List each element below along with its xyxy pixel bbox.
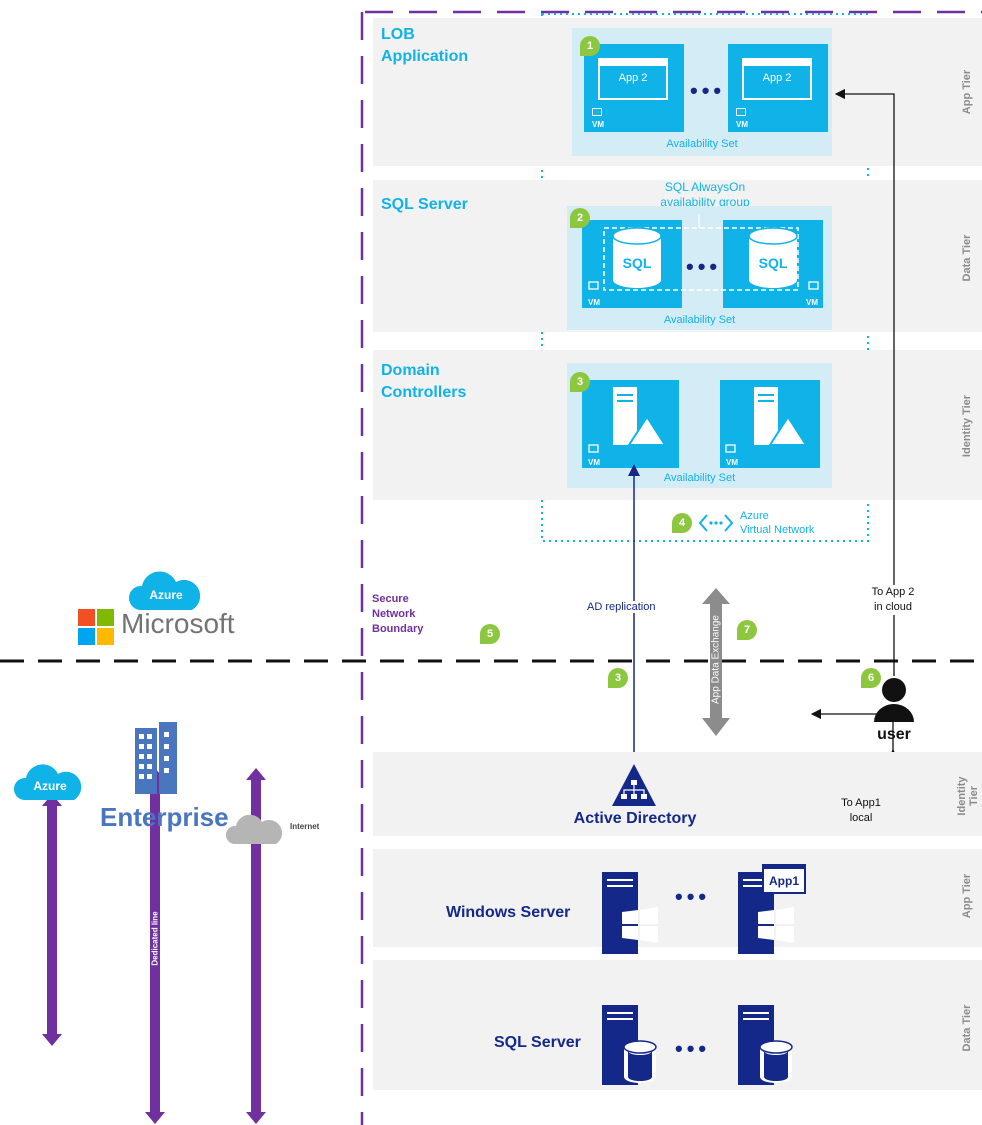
availability-set-label-dc: Availability Set — [663, 472, 736, 484]
svg-text:SQL: SQL — [759, 255, 788, 271]
internet-cloud-icon — [225, 814, 283, 844]
side-label-enterprise-app: App Tier — [961, 873, 973, 919]
tier-title-sql: SQL Server — [381, 196, 468, 213]
legend-dedicated-line-label: Dedicated line — [150, 911, 160, 966]
vm-label: VM — [592, 120, 604, 129]
windows-server-icon — [602, 872, 658, 954]
to-app2-label: To App 2 in cloud — [853, 585, 933, 615]
vnet-icon — [698, 514, 734, 532]
side-label-enterprise-data: Data Tier — [961, 1004, 973, 1052]
badge-6: 6 — [861, 668, 881, 688]
active-directory-icon — [612, 764, 656, 806]
tier-title-lob: LOB Application — [381, 26, 469, 65]
secure-boundary-label: Secure Network Boundary — [372, 593, 424, 635]
app-vm-1: App 2 VM — [584, 44, 684, 132]
badge-5: 5 — [480, 624, 500, 644]
sql-server-label: SQL Server — [494, 1034, 581, 1051]
app-label: App 2 — [762, 72, 792, 84]
app-label: App 2 — [618, 72, 648, 84]
vm-icon — [736, 108, 746, 116]
sql-server-icon — [738, 1005, 793, 1085]
windows-servers — [602, 872, 794, 954]
legend-azure-cloud-icon: Azure — [13, 764, 82, 800]
side-label-enterprise-identity: Identity Tier — [956, 776, 980, 816]
alwayson-label: SQL AlwaysOn availability group — [660, 180, 750, 209]
ellipsis: ••• — [675, 1036, 711, 1061]
legend-internet-label: Internet — [290, 822, 320, 831]
availability-set-label-app: Availability Set — [666, 138, 738, 150]
active-directory-label: Active Directory — [573, 810, 697, 827]
vm-label: VM — [588, 458, 600, 467]
svg-text:Azure: Azure — [149, 588, 183, 602]
azure-cloud-icon: Azure — [128, 571, 201, 610]
enterprise-building-icon — [135, 722, 177, 794]
svg-text:SQL: SQL — [623, 255, 652, 271]
badge-7: 7 — [737, 620, 757, 640]
to-app1-label: To App1 local — [828, 796, 894, 826]
database-icon: SQL — [748, 227, 798, 288]
windows-server-label: Windows Server — [446, 904, 571, 921]
ad-replication-label: AD replication — [586, 601, 657, 613]
app-window — [742, 58, 812, 100]
svg-text:Azure: Azure — [33, 779, 67, 793]
sql-cylinders: SQL SQL — [588, 214, 819, 291]
badge-2: 2 — [570, 208, 590, 228]
vm-icon — [592, 108, 602, 116]
app-window — [598, 58, 668, 100]
enterprise-data-band — [373, 960, 982, 1090]
app-data-exchange-label: App Data Exchange — [710, 615, 722, 704]
ellipsis: ••• — [675, 884, 711, 909]
badge-3: 3 — [570, 372, 590, 392]
tier-title-dc: Domain Controllers — [381, 362, 467, 401]
vnet-label: Azure Virtual Network — [740, 510, 815, 536]
app-vm-2: App 2 VM — [728, 44, 828, 132]
domain-controller-icon — [754, 387, 808, 446]
app1-titlebar — [762, 864, 806, 869]
vm-label: VM — [588, 298, 600, 307]
domain-controller-icon — [613, 387, 667, 446]
user-label: user — [877, 726, 911, 743]
badge-4: 4 — [672, 513, 692, 533]
enterprise-title: Enterprise — [100, 802, 229, 832]
database-icon: SQL — [612, 227, 662, 288]
dc-icons — [588, 387, 808, 453]
microsoft-logo-icon — [78, 609, 114, 645]
microsoft-wordmark: Microsoft — [121, 608, 235, 639]
enterprise-app-band — [373, 849, 982, 947]
app1-label: App1 — [769, 874, 799, 888]
vm-label: VM — [726, 458, 738, 467]
ellipsis: ••• — [686, 254, 722, 279]
user-icon — [874, 678, 914, 722]
vm-label: VM — [806, 298, 818, 307]
sql-server-icon — [602, 1005, 657, 1085]
sql-servers — [602, 1005, 793, 1085]
badge-3-replication: 3 — [608, 668, 628, 688]
badge-1: 1 — [580, 36, 600, 56]
availability-set-label-sql: Availability Set — [663, 314, 736, 326]
vm-label: VM — [736, 120, 748, 129]
ellipsis: ••• — [690, 78, 726, 103]
